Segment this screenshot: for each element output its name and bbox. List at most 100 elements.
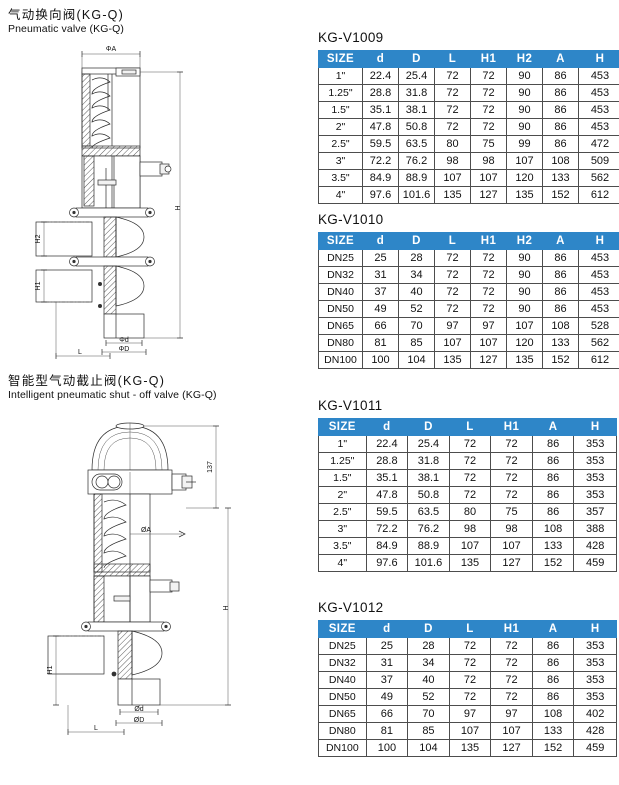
cell-d: 35.1 xyxy=(362,101,399,119)
dimension-l: L xyxy=(55,302,111,359)
cell-h1: 72 xyxy=(490,452,533,470)
cell-a: 152 xyxy=(531,739,575,757)
cell-h1: 98 xyxy=(470,152,507,170)
cell-h1: 72 xyxy=(490,637,533,655)
cell-h1: 127 xyxy=(490,554,533,572)
cell-size: DN100 xyxy=(318,351,363,369)
cell-a: 86 xyxy=(531,486,575,504)
cell-a: 86 xyxy=(531,452,575,470)
cell-d: 49 xyxy=(362,300,399,318)
cell-d: 85 xyxy=(398,334,435,352)
cell-a: 133 xyxy=(531,537,575,555)
cell-size: DN32 xyxy=(318,266,363,284)
cell-h: 353 xyxy=(573,671,617,689)
cell-h2: 90 xyxy=(506,300,543,318)
cell-h2: 120 xyxy=(506,334,543,352)
cell-d: 88.9 xyxy=(407,537,450,555)
cell-h2: 135 xyxy=(506,186,543,204)
column-header-d: d xyxy=(362,50,399,68)
pneumatic-valve-drawing: ΦA xyxy=(30,38,260,368)
cell-h: 509 xyxy=(578,152,619,170)
cell-h1: 72 xyxy=(470,67,507,85)
cell-d: 88.9 xyxy=(398,169,435,187)
cell-h1: 72 xyxy=(490,435,533,453)
cell-size: DN100 xyxy=(318,739,367,757)
cell-l: 72 xyxy=(434,266,471,284)
dimension-h-label: H xyxy=(175,205,182,210)
cell-size: 3" xyxy=(318,152,363,170)
cell-size: 3" xyxy=(318,520,367,538)
cell-h: 388 xyxy=(573,520,617,538)
column-header-size: SIZE xyxy=(318,620,367,638)
cell-l: 72 xyxy=(448,654,492,672)
cell-d: 63.5 xyxy=(398,135,435,153)
cell-h1: 127 xyxy=(470,186,507,204)
column-header-size: SIZE xyxy=(318,418,367,436)
cell-d: 59.5 xyxy=(362,135,399,153)
cell-h2: 90 xyxy=(506,118,543,136)
cell-size: 1" xyxy=(318,67,363,85)
cell-h: 528 xyxy=(578,317,619,335)
cell-size: 2.5" xyxy=(318,135,363,153)
cell-d: 72.2 xyxy=(365,520,409,538)
dimension-h1: H1 xyxy=(35,269,94,303)
cell-d: 100 xyxy=(362,351,399,369)
cell-d: 49 xyxy=(365,688,409,706)
cell-d: 31.8 xyxy=(407,452,450,470)
cell-h1: 127 xyxy=(490,739,533,757)
cell-h: 612 xyxy=(578,351,619,369)
cell-a: 86 xyxy=(531,654,575,672)
dimension-137: 137 xyxy=(144,425,219,509)
cell-h2: 99 xyxy=(506,135,543,153)
cell-d: 59.5 xyxy=(365,503,409,521)
cell-h: 453 xyxy=(578,67,619,85)
cell-h: 453 xyxy=(578,266,619,284)
column-header-d: d xyxy=(365,418,409,436)
cell-d: 38.1 xyxy=(398,101,435,119)
cell-d: 84.9 xyxy=(365,537,409,555)
cell-h: 357 xyxy=(573,503,617,521)
cell-h1: 72 xyxy=(470,84,507,102)
cell-h1: 97 xyxy=(490,705,533,723)
cell-h: 453 xyxy=(578,249,619,267)
cell-l: 135 xyxy=(434,186,471,204)
cell-h1: 75 xyxy=(470,135,507,153)
cell-h2: 120 xyxy=(506,169,543,187)
table-caption-kg-v1009: KG-V1009 xyxy=(318,30,384,45)
cell-h1: 72 xyxy=(470,300,507,318)
dimension-phi-a-2: ØA xyxy=(130,527,186,538)
dimension-phi-d-big-2: ØD xyxy=(115,717,163,726)
cell-a: 86 xyxy=(542,300,579,318)
cell-a: 108 xyxy=(542,152,579,170)
cell-l: 107 xyxy=(448,722,492,740)
dimension-l-2-label: L xyxy=(94,725,98,732)
dimension-h1-2: H1 xyxy=(47,635,106,706)
cell-size: 4" xyxy=(318,554,367,572)
cell-size: 2" xyxy=(318,118,363,136)
cell-d: 70 xyxy=(398,317,435,335)
dimension-h1-label: H1 xyxy=(35,281,42,290)
cell-h: 428 xyxy=(573,537,617,555)
cell-h1: 72 xyxy=(470,118,507,136)
column-header-l: L xyxy=(434,232,471,250)
cell-l: 72 xyxy=(434,101,471,119)
cell-d: 66 xyxy=(365,705,409,723)
cell-h: 353 xyxy=(573,435,617,453)
cell-h1: 72 xyxy=(490,688,533,706)
column-header-d: D xyxy=(407,620,450,638)
